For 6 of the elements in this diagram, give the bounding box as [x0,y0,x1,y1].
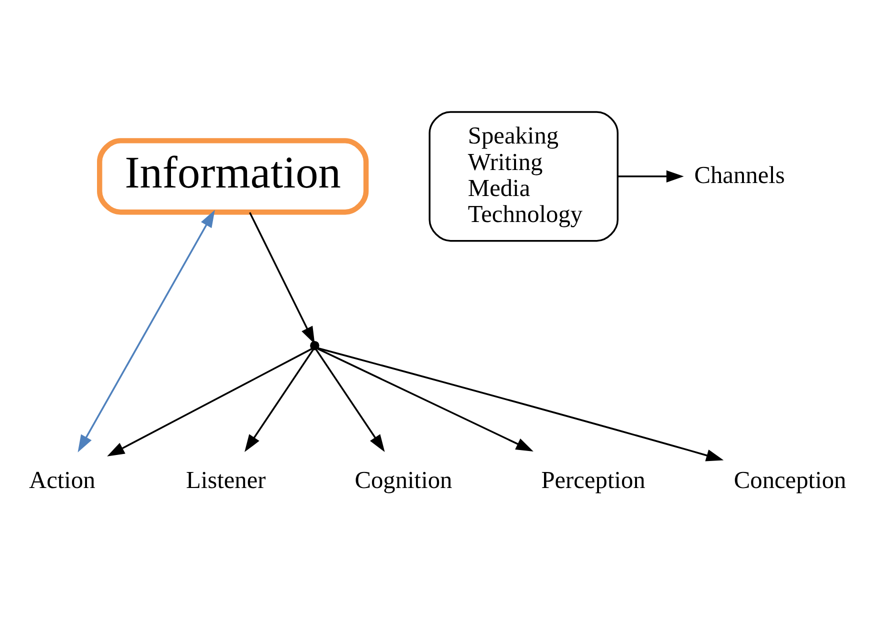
node-text: Cognition [354,466,452,494]
node-text: Channels [694,161,785,188]
node-text: Conception [734,466,846,494]
node-text: Perception [541,466,646,494]
node-text: Listener [186,466,266,494]
node-text: Action [29,466,96,494]
